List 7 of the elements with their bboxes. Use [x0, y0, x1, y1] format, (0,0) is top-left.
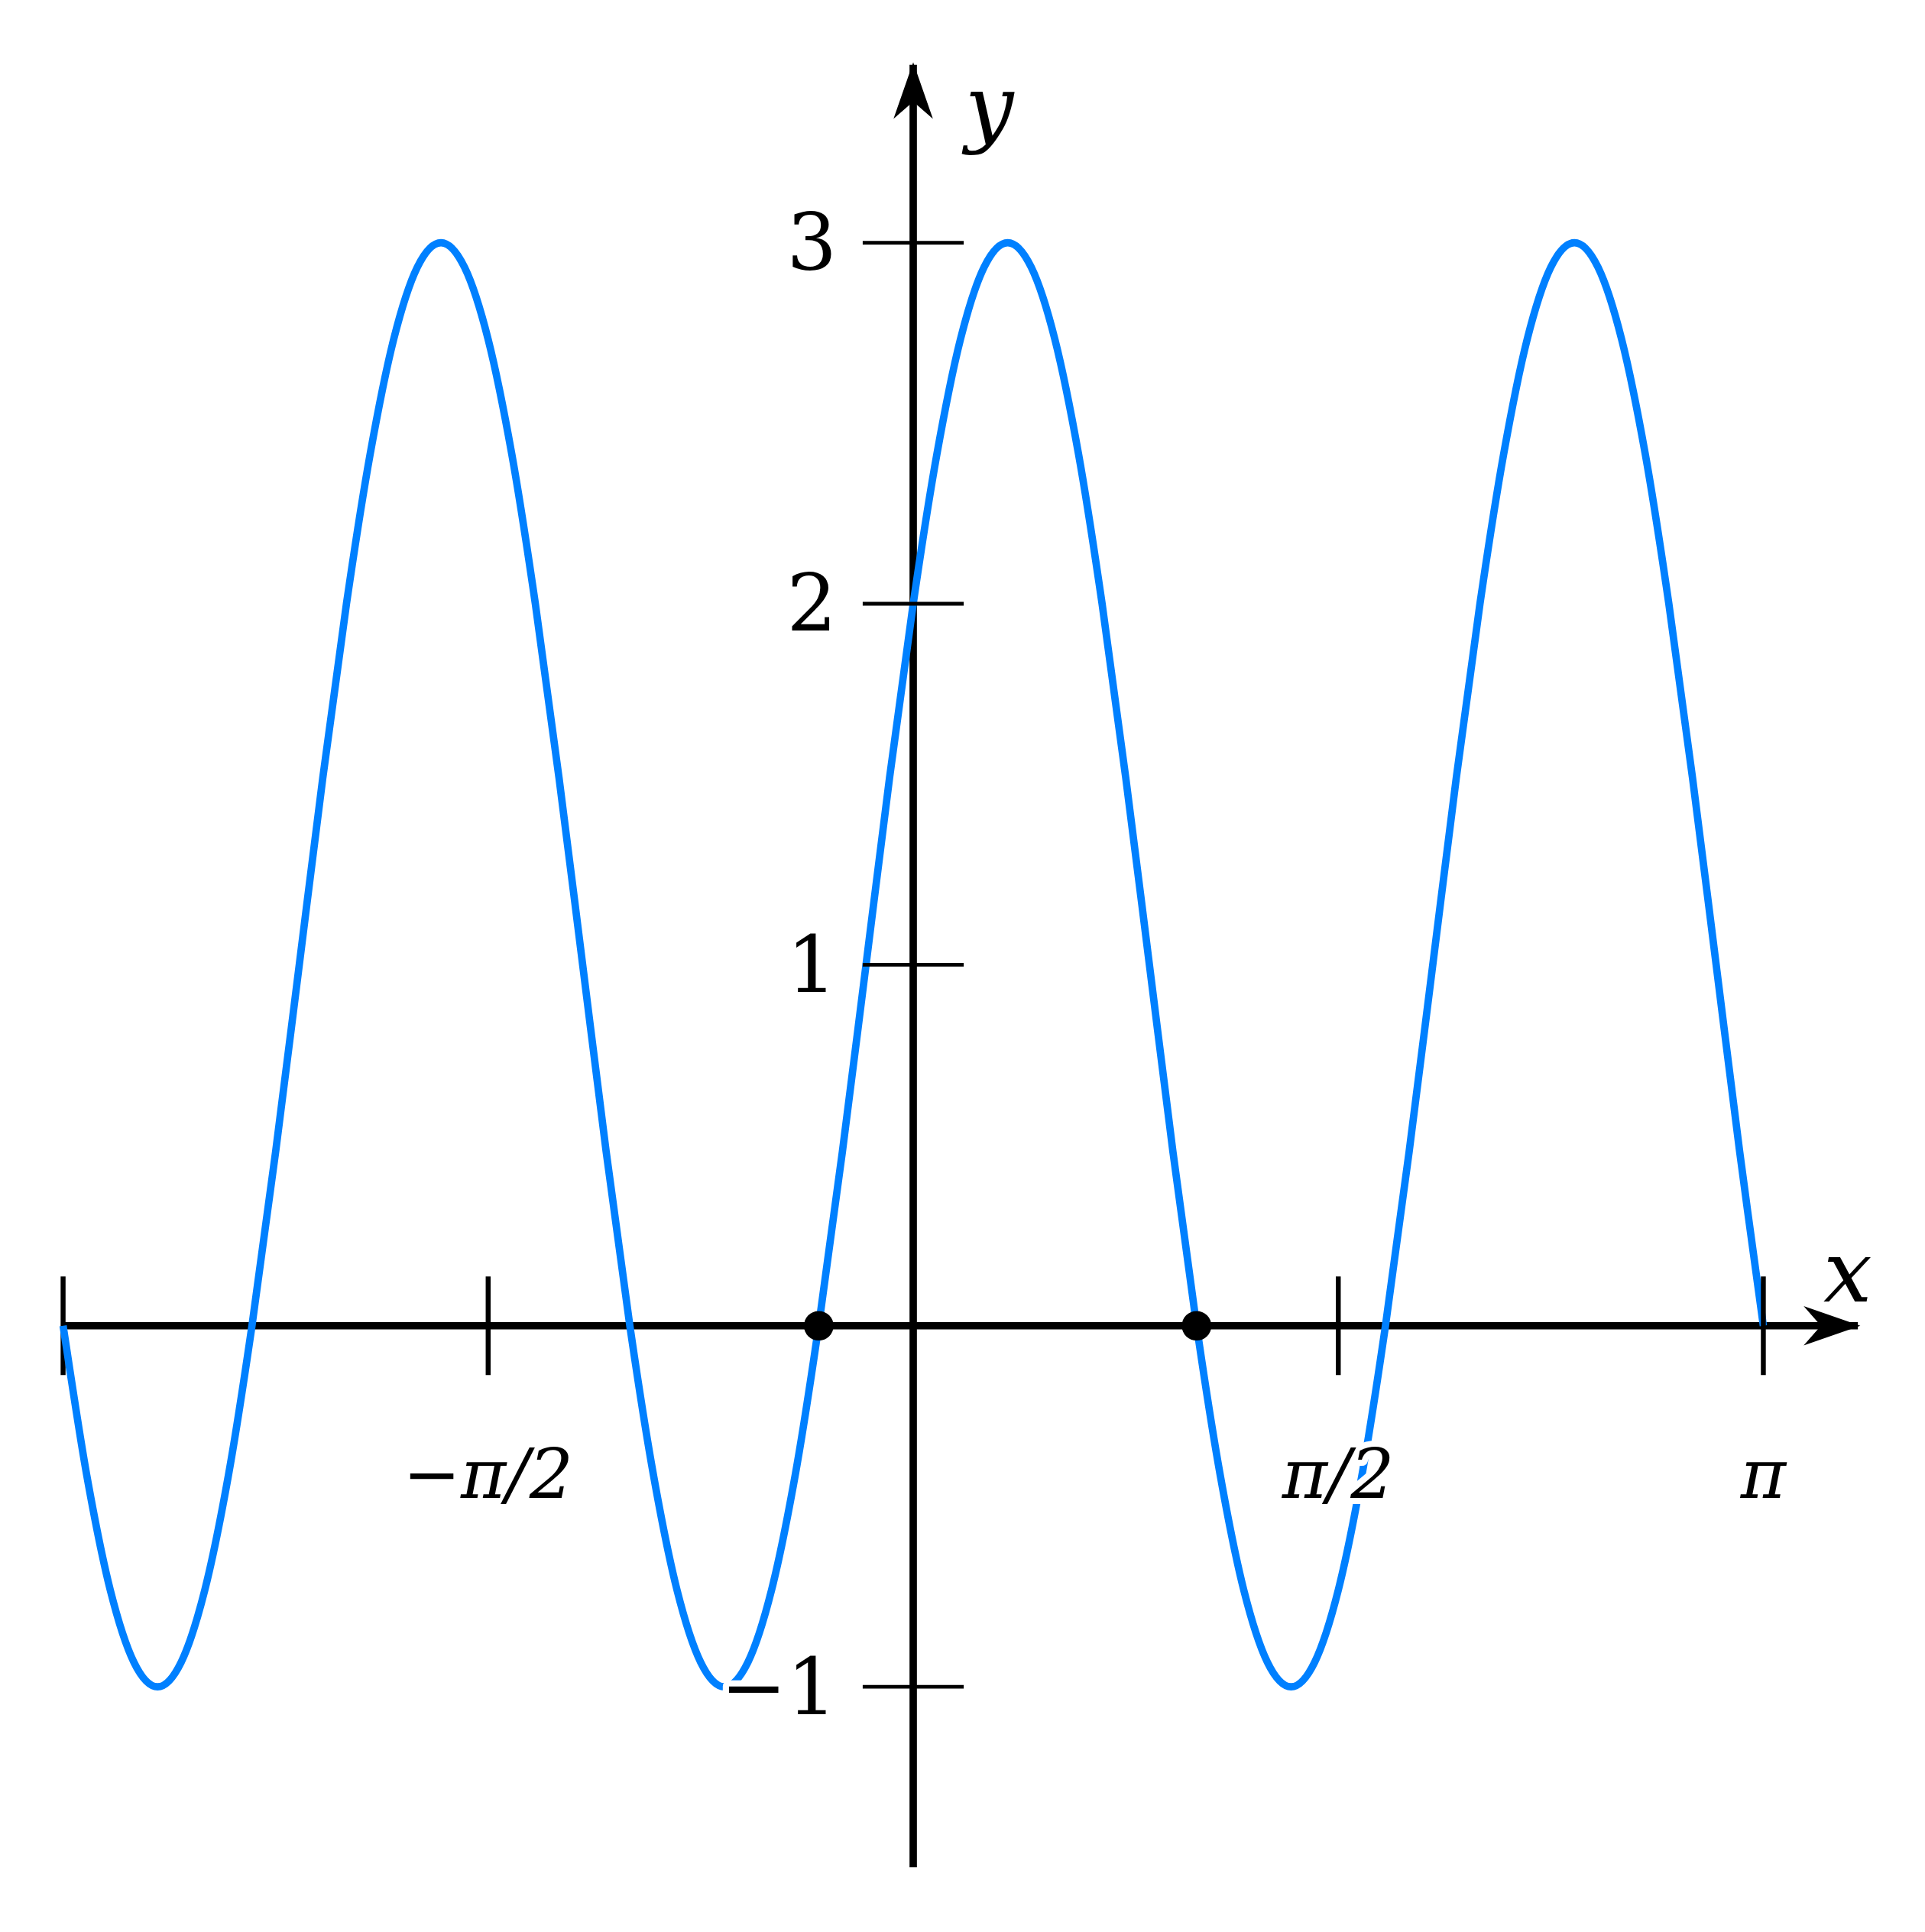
tick-label: 2	[786, 557, 838, 650]
tick-label: −π/2	[403, 1434, 574, 1515]
axis-label: x	[1823, 1220, 1872, 1322]
tick-label: π	[1740, 1434, 1787, 1515]
tick-label: 3	[786, 196, 838, 289]
tick-label: 1	[786, 918, 838, 1010]
tick-label: −1	[720, 1640, 838, 1733]
